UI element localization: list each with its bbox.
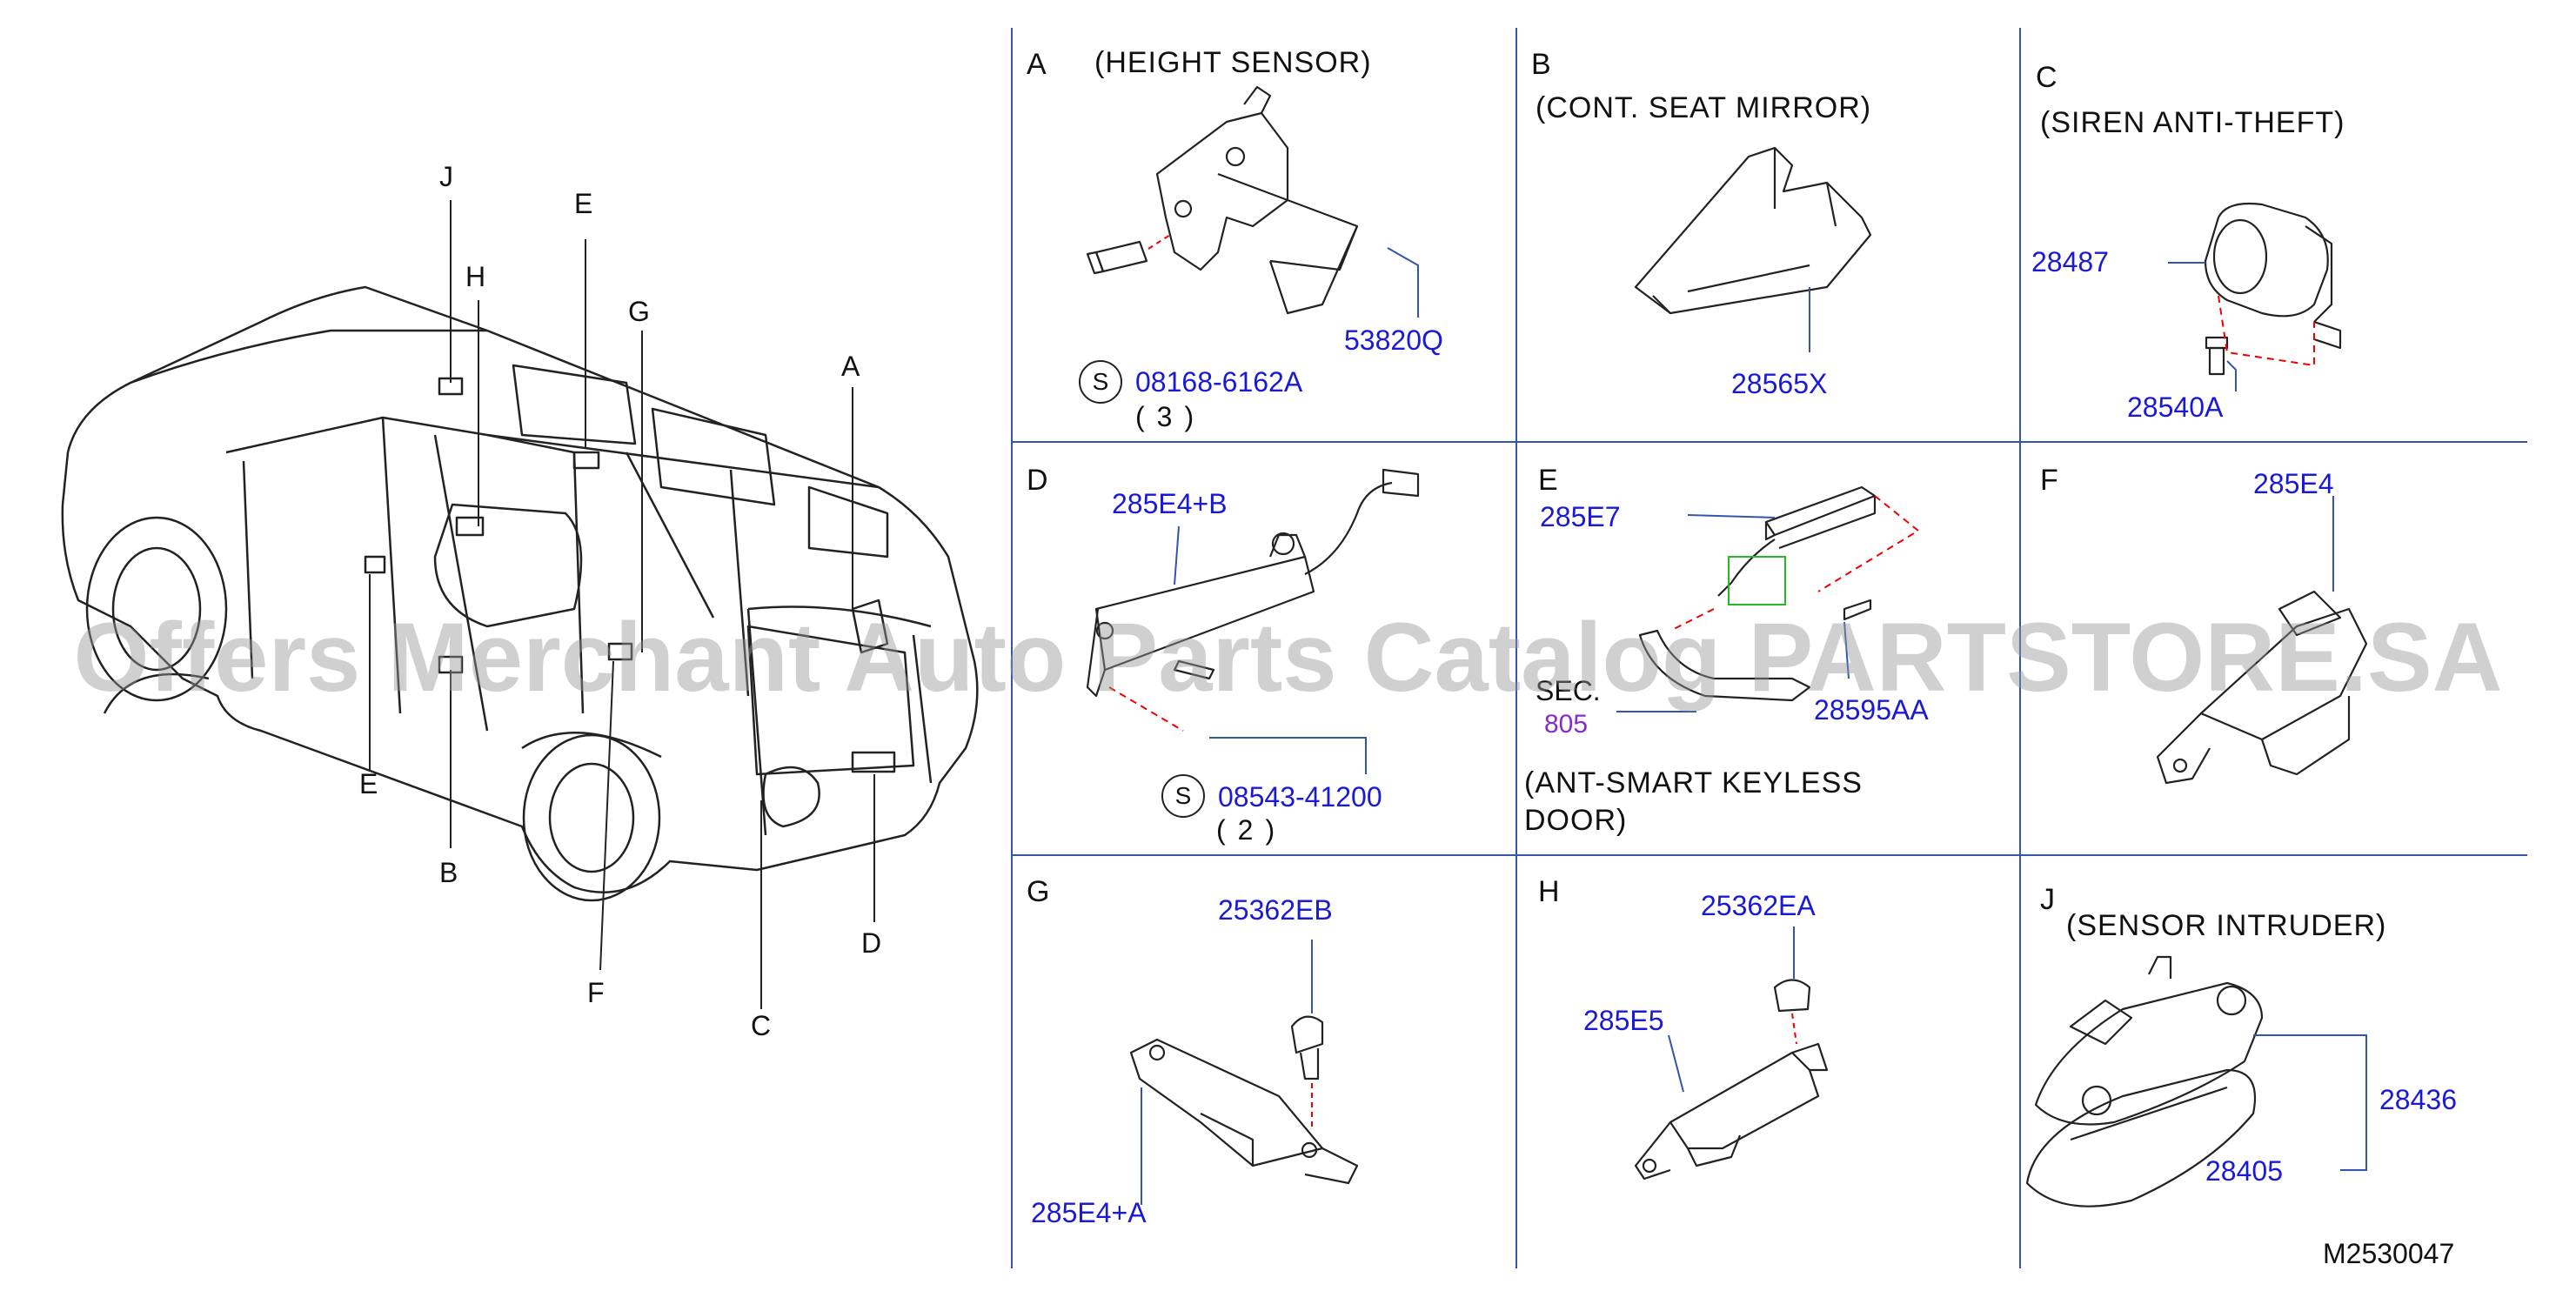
antenna-f-drawing (2156, 590, 2368, 785)
part-28436[interactable]: 28436 (2379, 1084, 2457, 1115)
section-e-title-line2: DOOR) (1524, 804, 1628, 837)
part-285e4[interactable]: 285E4 (2253, 468, 2334, 499)
intruder-sensor-drawing (2025, 955, 2264, 1207)
vehicle-callout-e-top: E (574, 188, 593, 219)
part-08543-41200[interactable]: 08543-41200 (1218, 781, 1382, 813)
vehicle-callout-j: J (439, 161, 453, 192)
height-sensor-drawing (1086, 85, 1359, 315)
vehicle-callout-f: F (587, 977, 605, 1008)
siren-drawing (2204, 202, 2342, 376)
section-a-title: (HEIGHT SENSOR) (1094, 46, 1372, 79)
part-25362eb[interactable]: 25362EB (1218, 894, 1333, 926)
part-28540a[interactable]: 28540A (2127, 391, 2224, 423)
part-28565x[interactable]: 28565X (1731, 368, 1828, 399)
qty-08168-6162a: (3) (1135, 401, 1207, 432)
standard-part-symbol-d: S (1161, 774, 1205, 818)
section-d-letter: D (1027, 464, 1049, 497)
part-28405[interactable]: 28405 (2205, 1155, 2283, 1187)
sec-ref-label: SEC. (1536, 675, 1601, 706)
sec-ref-805[interactable]: 805 (1544, 710, 1589, 739)
section-c-title: (SIREN ANTI-THEFT) (2040, 106, 2345, 139)
section-j-title: (SENSOR INTRUDER) (2066, 909, 2387, 942)
vehicle-callout-leaders (369, 200, 875, 1009)
part-285e5[interactable]: 285E5 (1583, 1005, 1664, 1036)
part-285e4-a[interactable]: 285E4+A (1031, 1197, 1147, 1228)
section-e-title-line1: (ANT-SMART KEYLESS (1524, 766, 1863, 799)
vehicle-drawing (61, 285, 979, 902)
section-a-letter: A (1027, 48, 1047, 81)
vehicle-callout-b: B (439, 857, 458, 888)
section-g-letter: G (1027, 875, 1051, 908)
qty-08543-41200: (2) (1216, 814, 1288, 846)
part-08168-6162a[interactable]: 08168-6162A (1135, 366, 1303, 398)
standard-part-symbol-a: S (1079, 360, 1122, 404)
part-28487[interactable]: 28487 (2031, 246, 2109, 278)
part-285e4-b[interactable]: 285E4+B (1112, 488, 1228, 519)
section-b-title: (CONT. SEAT MIRROR) (1536, 91, 1872, 124)
antenna-d-drawing (1086, 468, 1420, 698)
vehicle-callout-c: C (751, 1010, 772, 1041)
vehicle-callout-d: D (861, 927, 882, 959)
part-285e7[interactable]: 285E7 (1540, 501, 1621, 532)
part-53820q[interactable]: 53820Q (1344, 324, 1443, 356)
section-c-letter: C (2036, 61, 2058, 94)
seat-mirror-control-drawing (1634, 146, 1872, 315)
section-h-letter: H (1538, 875, 1561, 908)
vehicle-callout-g: G (628, 296, 650, 327)
antenna-g-drawing (1129, 1015, 1359, 1185)
antenna-h-drawing (1634, 979, 1829, 1181)
keyless-antenna-drawing (1638, 485, 1877, 702)
vehicle-callout-a: A (841, 351, 860, 382)
section-e-letter: E (1538, 464, 1559, 497)
section-b-letter: B (1531, 48, 1552, 81)
vehicle-callout-e-bottom: E (359, 768, 378, 799)
grid-lines (1011, 28, 2527, 1268)
part-28595aa[interactable]: 28595AA (1814, 694, 1929, 726)
part-25362ea[interactable]: 25362EA (1701, 890, 1816, 921)
section-f-letter: F (2040, 464, 2059, 497)
vehicle-callout-h: H (465, 261, 486, 292)
diagram-code: M2530047 (2323, 1238, 2455, 1269)
section-j-letter: J (2040, 883, 2056, 916)
